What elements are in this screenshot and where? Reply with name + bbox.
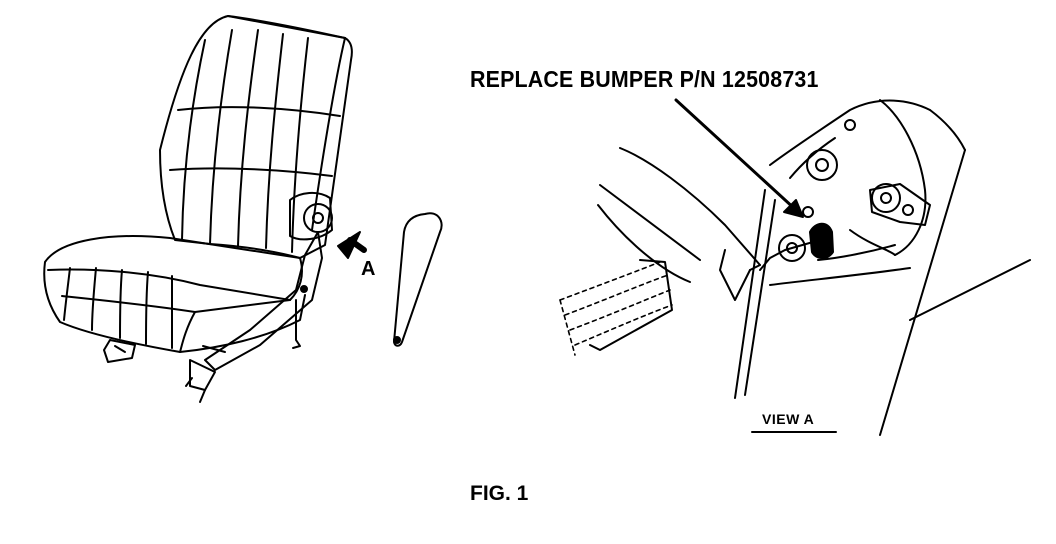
seat-side-arm	[204, 231, 323, 371]
seat-cushion	[43, 235, 303, 353]
trim-cover-part	[393, 212, 443, 347]
figure-caption: FIG. 1	[470, 482, 529, 505]
view-title: VIEW A	[762, 411, 815, 427]
view-a-illustration	[559, 98, 1031, 436]
seat-backrest	[159, 15, 353, 259]
bumper-part	[809, 222, 834, 259]
view-arrow-label: A	[361, 258, 376, 280]
callout-label: REPLACE BUMPER P/N 12508731	[470, 66, 819, 92]
seat-illustration	[43, 15, 353, 403]
view-direction-arrow	[337, 231, 367, 259]
callout-leader	[674, 98, 798, 212]
